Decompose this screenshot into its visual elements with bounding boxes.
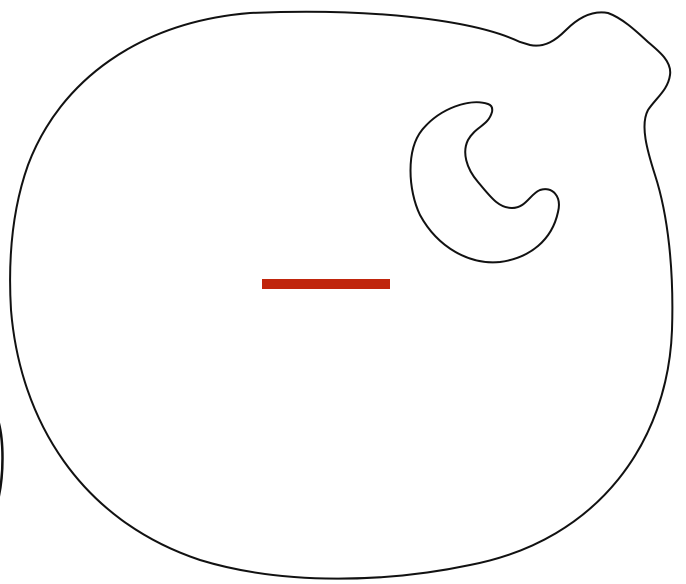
outer-body-outline	[10, 12, 672, 579]
center-red-bar	[262, 279, 390, 289]
